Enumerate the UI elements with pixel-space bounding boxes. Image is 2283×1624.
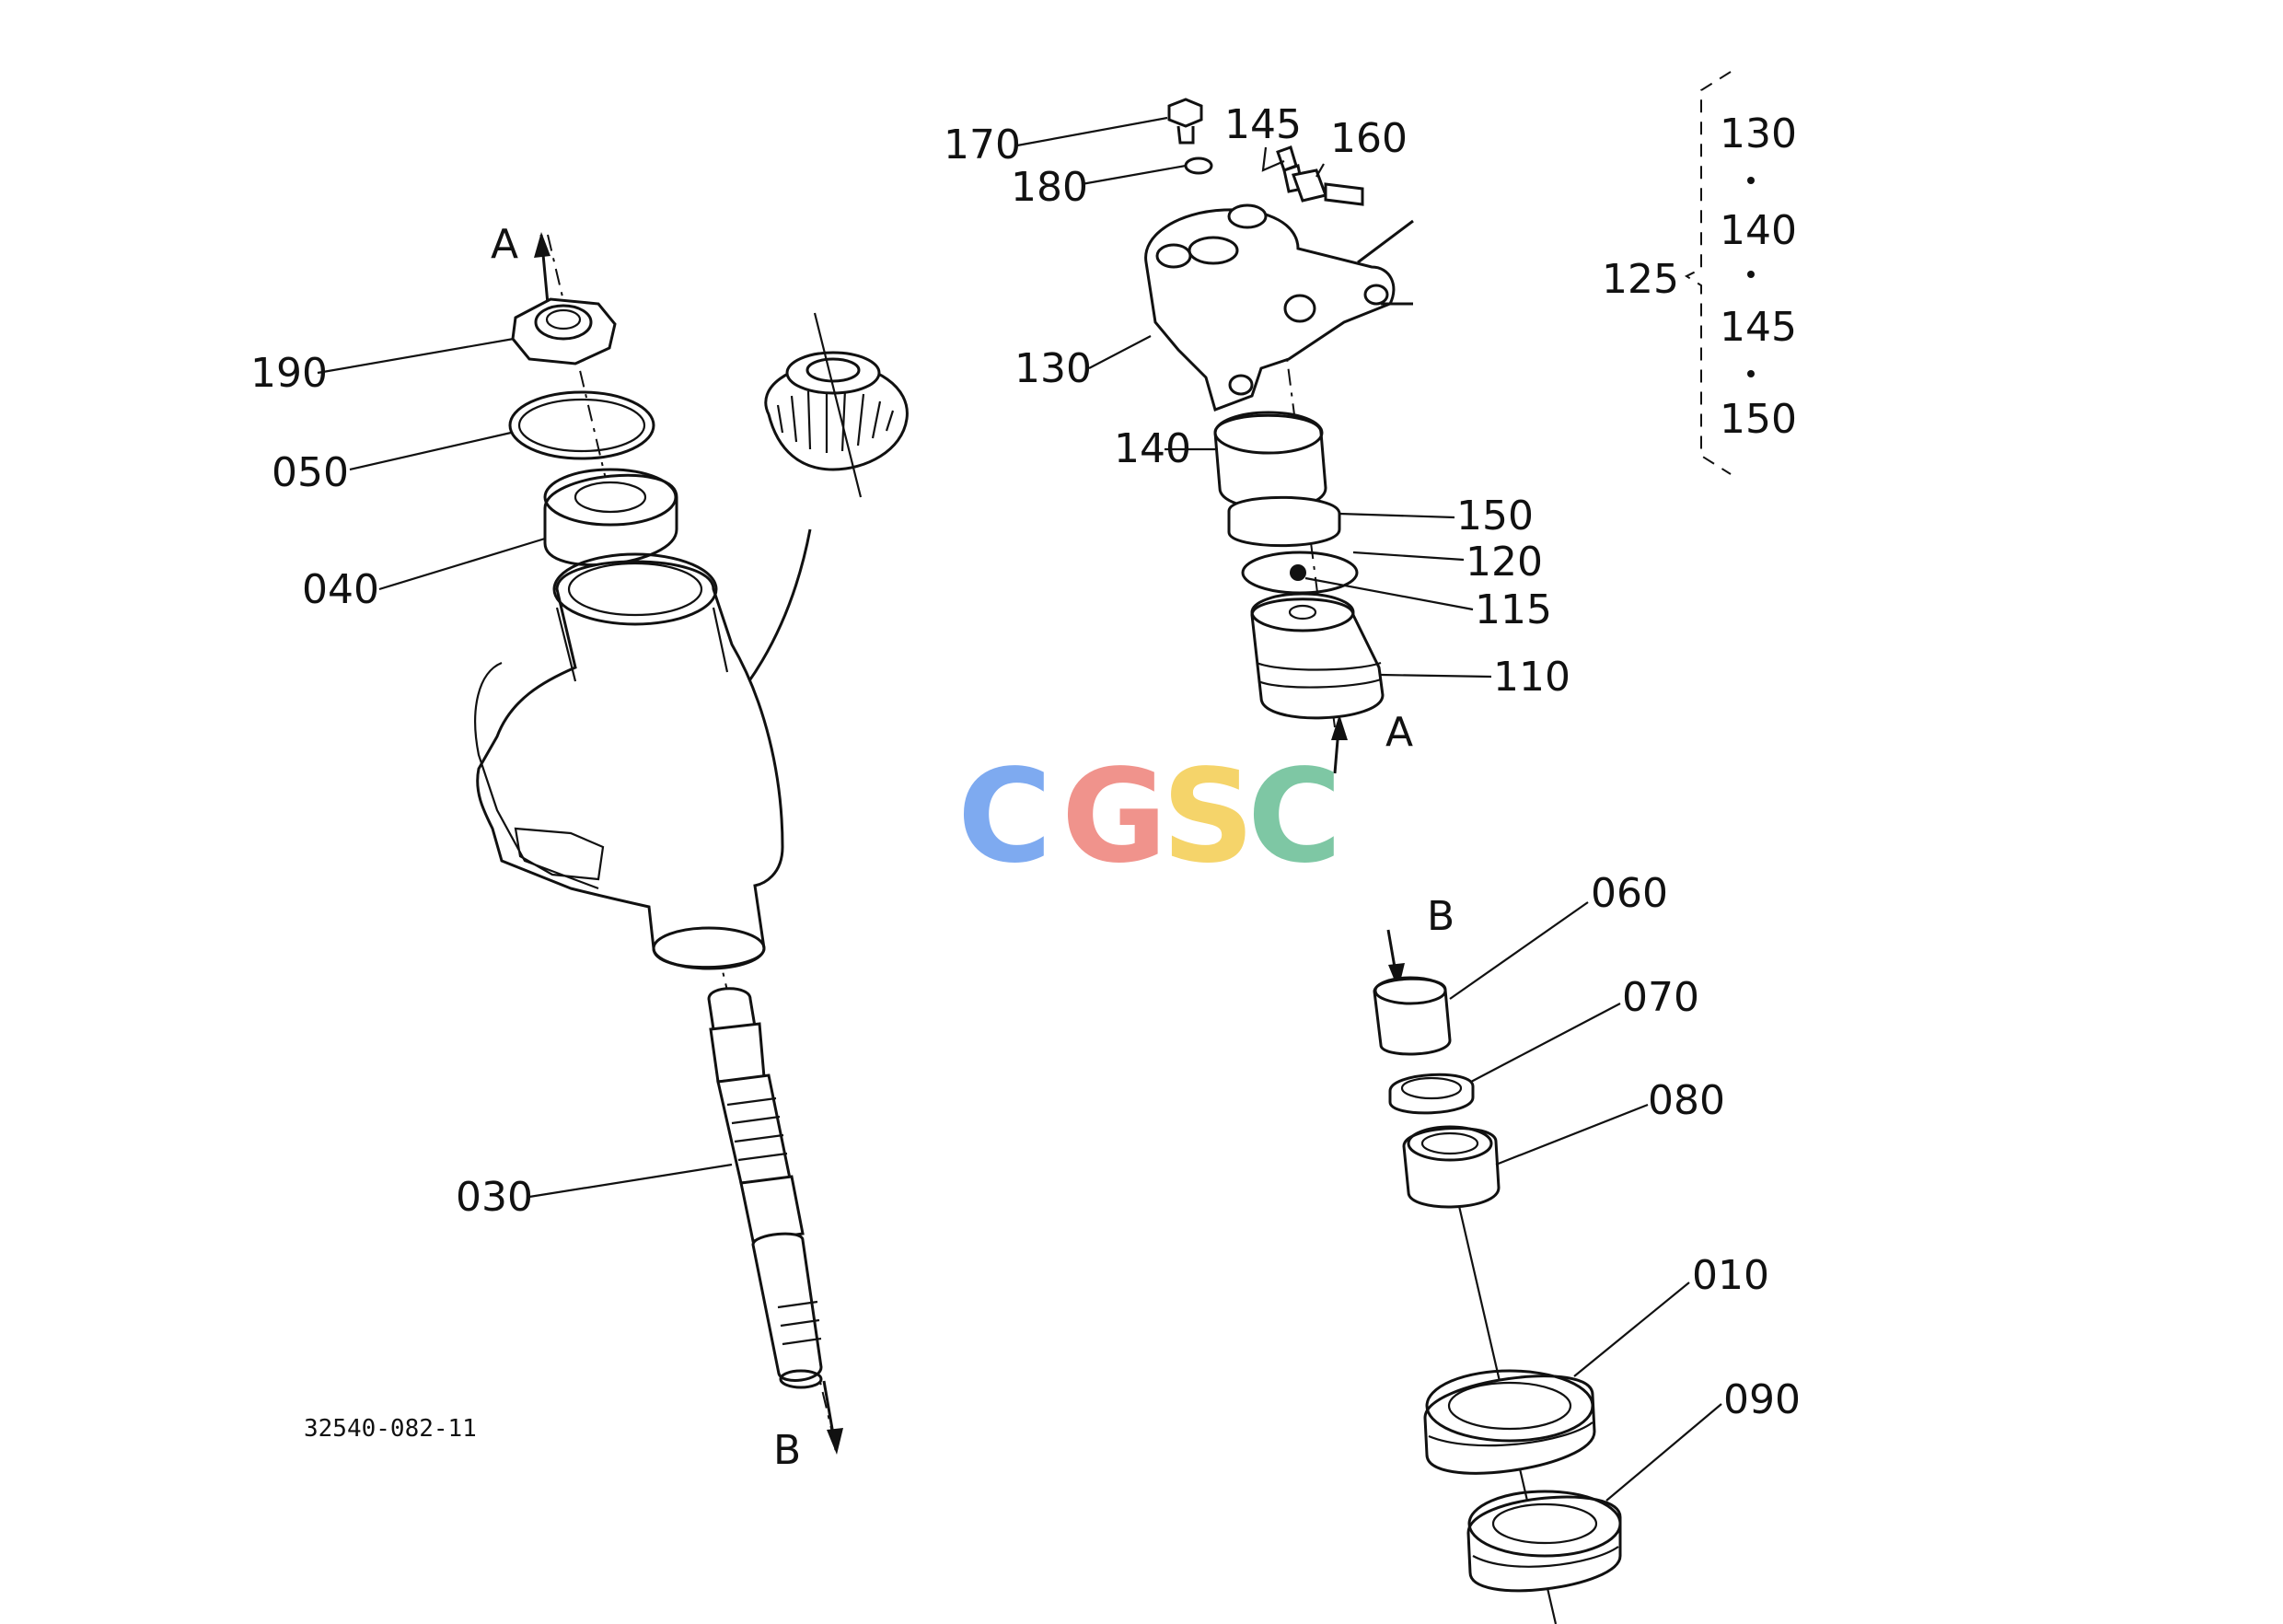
steering-housing <box>474 552 784 970</box>
label-arrow-b-top: B <box>1427 893 1454 940</box>
bearing-stack <box>1373 929 1622 1624</box>
label-180: 180 <box>1011 164 1088 211</box>
label-040: 040 <box>302 566 379 613</box>
kit-item-1: 130 <box>1720 110 1797 157</box>
label-080: 080 <box>1648 1077 1725 1124</box>
kit-item-4: 150 <box>1720 396 1797 443</box>
label-090: 090 <box>1723 1376 1801 1423</box>
label-050: 050 <box>272 449 349 496</box>
bearing-040 <box>543 468 678 567</box>
watermark-logo: C G S C <box>957 742 1342 892</box>
ball-115 <box>1290 564 1306 581</box>
label-010: 010 <box>1692 1252 1769 1299</box>
sleeve-140 <box>1213 411 1327 510</box>
label-030: 030 <box>456 1174 533 1221</box>
spool-110 <box>1250 592 1385 720</box>
bolt-170 <box>1167 98 1203 145</box>
label-120: 120 <box>1466 539 1543 586</box>
watermark-letter-2: G <box>1061 742 1167 892</box>
part-labels: 170 145 160 180 130 140 150 120 115 110 … <box>250 101 1801 1474</box>
needle-bearing-080 <box>1402 1125 1501 1209</box>
seal-090 <box>1466 1490 1622 1593</box>
shaft-030 <box>707 987 823 1389</box>
kit-bracket-125 <box>1684 71 1755 475</box>
label-150: 150 <box>1456 493 1534 539</box>
watermark-letter-3: S <box>1162 742 1255 892</box>
label-arrow-a-top: A <box>491 221 518 268</box>
bolt-160 <box>1292 168 1364 206</box>
valve-body-130 <box>1144 203 1414 412</box>
valve-assembly <box>1144 71 1755 774</box>
label-115: 115 <box>1475 586 1552 633</box>
ring-150 <box>1227 495 1341 548</box>
leader-lines <box>317 116 1722 1502</box>
label-arrow-a-bottom: A <box>1385 709 1413 756</box>
label-110: 110 <box>1493 654 1570 701</box>
drawing-number: 32540-082-11 <box>304 1415 477 1443</box>
left-assembly <box>474 232 909 1455</box>
kit-item-2: 140 <box>1720 207 1797 254</box>
label-arrow-b-bottom: B <box>773 1427 801 1474</box>
label-190: 190 <box>250 350 328 397</box>
label-160: 160 <box>1330 115 1408 162</box>
seal-010 <box>1423 1369 1596 1475</box>
watermark-letter-4: C <box>1247 742 1342 892</box>
snap-ring-050 <box>508 390 655 460</box>
label-060: 060 <box>1591 870 1668 917</box>
label-170: 170 <box>944 122 1021 168</box>
label-130: 130 <box>1014 345 1092 392</box>
nut-190 <box>511 297 617 365</box>
kit-item-3: 145 <box>1720 304 1797 351</box>
label-140: 140 <box>1114 425 1191 472</box>
label-125: 125 <box>1602 256 1679 303</box>
washer-180 <box>1184 157 1213 175</box>
label-145: 145 <box>1224 101 1302 148</box>
bushing-060 <box>1373 976 1452 1056</box>
bevel-gear <box>764 312 909 498</box>
ring-070 <box>1388 1073 1475 1115</box>
watermark-letter-1: C <box>957 742 1052 892</box>
label-070: 070 <box>1622 974 1699 1021</box>
